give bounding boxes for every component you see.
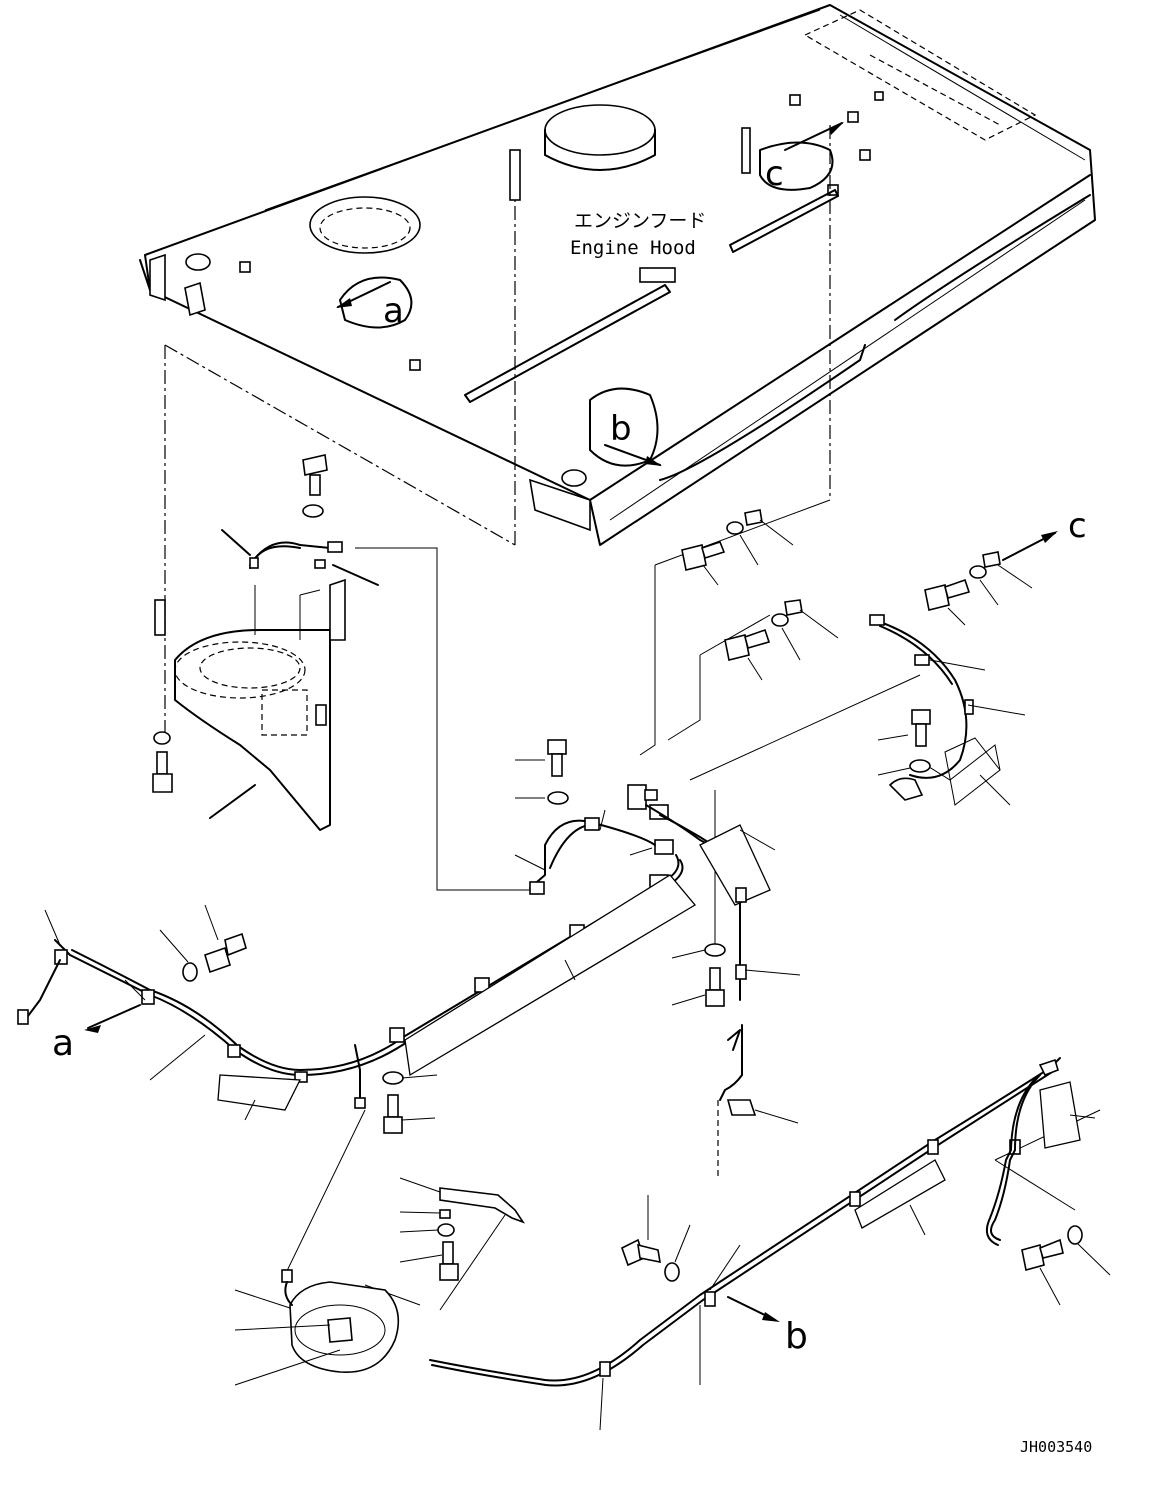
leader-line [1039, 1243, 1111, 1306]
drawing-id: JH003540 [1020, 1438, 1092, 1456]
washer-icon [547, 791, 569, 805]
leader-line [159, 904, 219, 963]
washer-icon [771, 613, 789, 627]
washer-icon [1067, 1225, 1083, 1245]
washer-icon [909, 759, 931, 773]
work-lamp [234, 1269, 400, 1386]
harness-right [869, 614, 1026, 806]
connector-icon [744, 509, 763, 526]
bolt-icon [547, 739, 567, 777]
leader-line [399, 1211, 443, 1263]
callout-a-bottom: a [52, 1004, 141, 1064]
lamp-bracket [399, 1177, 526, 1224]
callout-b-top: b [589, 387, 662, 467]
connector-icon [982, 551, 1001, 568]
leader-line [514, 759, 546, 871]
leader-line [702, 519, 794, 586]
bolt-icon [705, 967, 725, 1007]
washer-icon [437, 1223, 455, 1237]
leader-line [671, 949, 706, 1006]
bolt-icon [383, 1094, 403, 1134]
sensor-lead [717, 1024, 799, 1180]
bolt-icon [204, 932, 247, 974]
engine-hood-jp-label: エンジンフード [574, 210, 706, 232]
callout-a-top-text: a [383, 291, 404, 331]
leader-line [209, 784, 256, 819]
callout-a-bottom-text: a [52, 1023, 74, 1064]
washer-icon [182, 962, 198, 982]
washer-icon [704, 943, 726, 957]
washer-icon [153, 731, 171, 745]
bolt-icon [621, 1238, 661, 1267]
main-harness [17, 809, 696, 1121]
engine-hood-en-label: Engine Hood [570, 237, 696, 259]
harness-small [221, 529, 379, 586]
washer-icon [969, 565, 987, 579]
air-cleaner-bracket [154, 578, 346, 831]
bolt-icon [924, 578, 971, 611]
callout-c-top-text: c [765, 154, 784, 194]
bolt-icon [152, 751, 173, 793]
bolt-icon [302, 454, 328, 496]
bolt-icon [681, 541, 726, 571]
callout-c-top: c [759, 122, 844, 194]
bolt-icon [439, 1241, 459, 1281]
washer-icon [726, 521, 744, 535]
callout-c-right-text: c [1068, 506, 1087, 546]
nut-icon [439, 1209, 451, 1219]
connector-cluster [529, 784, 801, 1001]
callout-b-bottom-text: b [785, 1316, 808, 1357]
leader-line [647, 1195, 691, 1263]
rear-harness [429, 1057, 1096, 1431]
leader-line [401, 1074, 438, 1121]
leader-line [947, 564, 1033, 626]
washer-icon [302, 504, 324, 518]
callout-b-bottom: b [727, 1296, 808, 1357]
washer-icon [664, 1262, 680, 1282]
callout-b-top-text: b [610, 409, 632, 449]
engine-hood-panel [139, 4, 1096, 546]
callout-c-right: c [1002, 506, 1087, 561]
bolt-icon [1021, 1238, 1064, 1272]
leader-line [877, 734, 911, 776]
callout-a-top: a [336, 276, 413, 331]
bolt-icon [724, 628, 771, 661]
leader-line [747, 609, 839, 681]
washer-icon [382, 1071, 404, 1085]
connector-icon [784, 599, 803, 616]
bolt-icon [911, 709, 931, 747]
